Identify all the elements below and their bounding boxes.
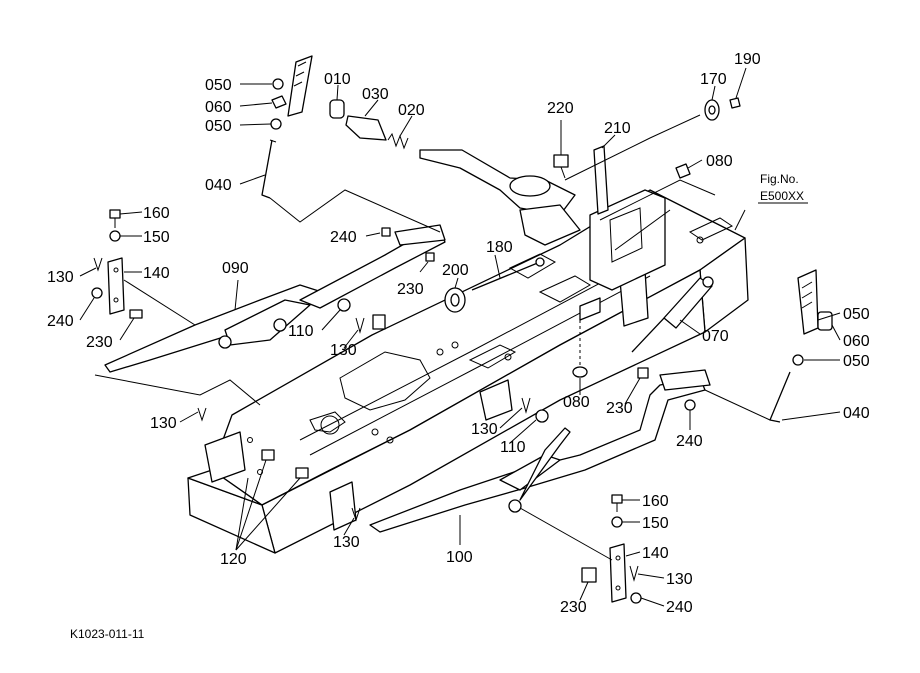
callout-240-right: 240	[676, 433, 703, 450]
callout-130-right: 130	[666, 571, 693, 588]
callout-130-mid: 130	[330, 342, 357, 359]
callout-210: 210	[604, 120, 631, 137]
callout-050-right-top: 050	[843, 306, 870, 323]
callout-010: 010	[324, 71, 351, 88]
callout-230-left: 230	[86, 334, 113, 351]
callout-230-mid: 230	[397, 281, 424, 298]
main-frame	[187, 189, 749, 554]
callout-170: 170	[700, 71, 727, 88]
callout-030: 030	[362, 86, 389, 103]
callout-240-left: 240	[47, 313, 74, 330]
callout-070: 070	[702, 328, 729, 345]
callout-130-front-left: 130	[150, 415, 177, 432]
right-pedal-assembly	[197, 269, 833, 604]
callout-150-left: 150	[143, 229, 170, 246]
figure-number-label: Fig.No.	[760, 172, 799, 186]
callout-160-right: 160	[642, 493, 669, 510]
callout-020: 020	[398, 102, 425, 119]
callout-230-bottom: 230	[560, 599, 587, 616]
callout-050-left-top: 050	[205, 77, 232, 94]
callout-130-front-mid: 130	[471, 421, 498, 438]
callout-110-left: 110	[288, 323, 314, 340]
callout-100: 100	[446, 549, 473, 566]
callout-040-left: 040	[205, 177, 232, 194]
callout-labels: 050 060 050 040 010 030 020 220 210 170 …	[47, 51, 870, 641]
leader-lines	[79, 67, 841, 607]
callout-150-right: 150	[642, 515, 669, 532]
callout-120: 120	[220, 551, 247, 568]
callout-060-left: 060	[205, 99, 232, 116]
callout-240-bottom: 240	[666, 599, 693, 616]
callout-240-mid: 240	[330, 229, 357, 246]
callout-040-right: 040	[843, 405, 870, 422]
figure-number: E500XX	[760, 189, 804, 203]
callout-160-left: 160	[143, 205, 170, 222]
callout-090: 090	[222, 260, 249, 277]
callout-230-right: 230	[606, 400, 633, 417]
callout-180: 180	[486, 239, 513, 256]
callout-060-right: 060	[843, 333, 870, 350]
center-control-assembly	[329, 97, 741, 378]
callout-130-left: 130	[47, 269, 74, 286]
callout-080-bottom: 080	[563, 394, 590, 411]
callout-080-top: 080	[706, 153, 733, 170]
callout-130-bottom: 130	[333, 534, 360, 551]
drawing-code: K1023-011-11	[70, 627, 145, 641]
callout-190: 190	[734, 51, 761, 68]
callout-050-right-bottom: 050	[843, 353, 870, 370]
callout-220: 220	[547, 100, 574, 117]
callout-110-right: 110	[500, 439, 526, 456]
callout-050-left-bottom: 050	[205, 118, 232, 135]
callout-140-right: 140	[642, 545, 669, 562]
callout-140-left: 140	[143, 265, 170, 282]
callout-200: 200	[442, 262, 469, 279]
left-pedal-assembly	[91, 55, 446, 373]
